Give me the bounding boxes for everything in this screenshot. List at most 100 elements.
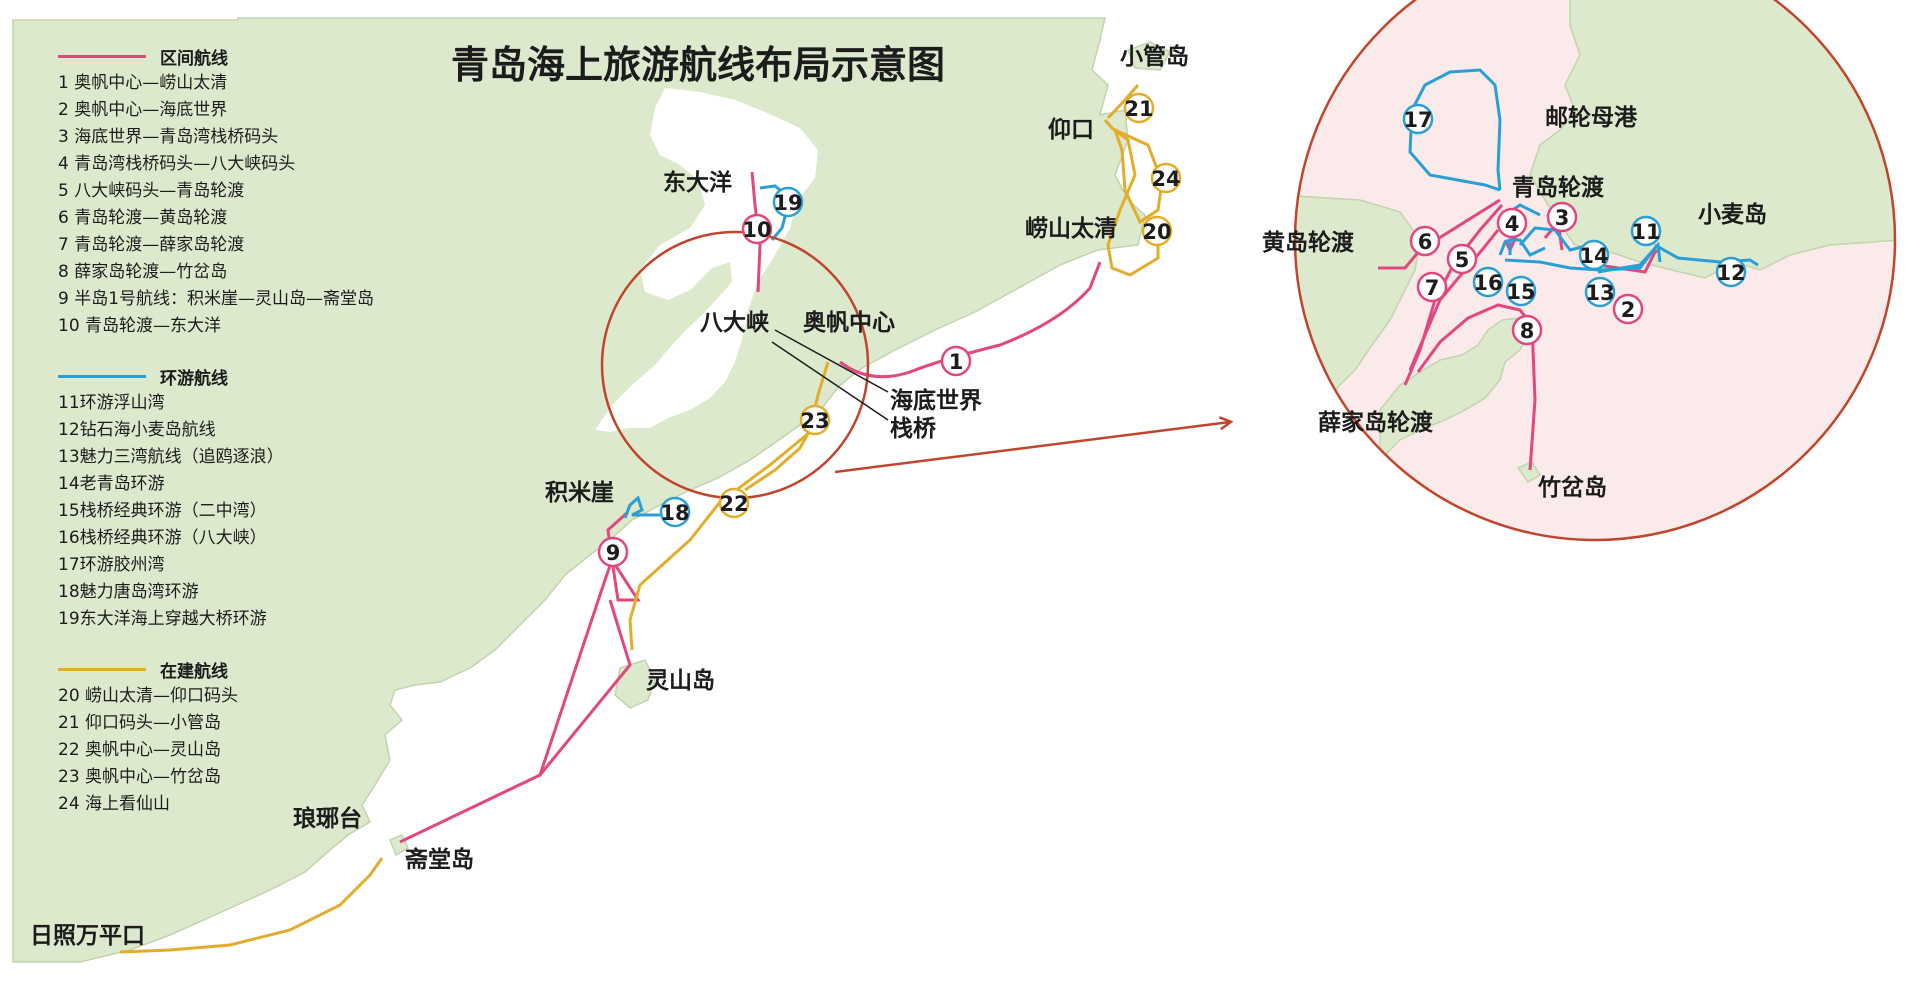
legend-item-building: 21 仰口码头—小管岛 [58,713,222,733]
legend-item-tour: 11环游浮山湾 [58,393,165,413]
route-badge-circle [718,487,750,519]
route-badge-circle [1584,276,1616,308]
legend-item-interval: 8 薛家岛轮渡—竹岔岛 [58,262,228,282]
route-badge-number: 22 [719,492,748,516]
route-badge-number: 19 [773,191,802,215]
route-badge-circle [1612,293,1644,325]
label-xiaomai: 小麦岛 [1698,201,1767,228]
legend-item-tour: 12钻石海小麦岛航线 [58,420,216,440]
route-badge-3: 3 [1546,201,1578,233]
inset-route-15 [1508,238,1546,257]
land-mainland [12,17,1146,963]
route-badge-5: 5 [1446,243,1478,275]
legend-item-interval: 6 青岛轮渡—黄岛轮渡 [58,208,228,228]
inset-map [1293,0,1897,542]
route-badge-10: 10 [741,213,773,245]
label-xiaoguandao: 小管岛 [1120,43,1189,70]
route-badge-circle [597,536,629,568]
route-badge-circle [940,345,972,377]
legend-item-tour: 13魅力三湾航线（追鸥逐浪） [58,447,284,467]
route-badge-circle [1472,266,1504,298]
route-24 [1112,127,1164,225]
label-huangdao-ferry: 黄岛轮渡 [1262,229,1355,256]
legend-item-interval: 4 青岛湾栈桥码头—八大峡码头 [58,154,296,174]
route-badge-12: 12 [1715,256,1747,288]
route-badge-24: 24 [1150,162,1182,194]
building-routes [119,84,1164,954]
inset-circle-border [1293,0,1897,542]
inset-route-17 [1408,68,1502,192]
route-badge-circle [1505,275,1537,307]
route-badge-number: 6 [1418,230,1433,254]
route-badge-circle [772,186,804,218]
route-badge-13: 13 [1584,276,1616,308]
map-title: 青岛海上旅游航线布局示意图 [451,42,945,87]
route-badge-circle [1141,215,1173,247]
legend-header-tour-label: 环游航线 [160,368,228,389]
legend-item-interval: 1 奥帆中心—崂山太清 [58,73,228,93]
route-badge-circle [799,404,831,436]
route-badge-circle [1496,207,1528,239]
route-badge-number: 1 [949,350,964,374]
inset-route-16 [1498,236,1516,256]
route-21 [1106,84,1140,120]
label-zhanqiao: 栈桥 [890,415,937,442]
label-xuejia-ferry: 薛家岛轮渡 [1318,409,1434,436]
route-badge-21: 21 [1123,92,1155,124]
legend-item-interval: 10 青岛轮渡—东大洋 [58,316,222,336]
route-badge-circle [1715,256,1747,288]
legend-item-tour: 15栈桥经典环游（二中湾） [58,501,267,521]
route-badge-number: 7 [1425,276,1440,300]
route-badge-8: 8 [1511,314,1543,346]
route-badge-circle [1630,215,1662,247]
route-badge-15: 15 [1505,275,1537,307]
route-badge-23: 23 [799,404,831,436]
route-23 [744,361,830,492]
route-badge-number: 15 [1506,280,1535,304]
route-badge-number: 5 [1455,248,1470,272]
water-jiaozhou-bay [595,88,818,432]
route-badge-9: 9 [597,536,629,568]
route-badge-number: 9 [606,541,621,565]
legend-item-tour: 19东大洋海上穿越大桥环游 [58,609,267,629]
route-badge-14: 14 [1578,239,1610,271]
inset-route-8 [1416,303,1537,471]
legend-item-interval: 7 青岛轮渡—薛家岛轮渡 [58,235,245,255]
label-zhucha: 竹岔岛 [1537,474,1607,501]
route-18 [623,495,660,519]
route-badge-22: 22 [718,487,750,519]
route-badge-number: 18 [660,501,689,525]
inset-arrow [834,422,1230,474]
route-badge-number: 8 [1520,319,1535,343]
route-badge-circle [1409,225,1441,257]
legend-swatch-interval [58,54,146,58]
route-badge-number: 20 [1142,220,1171,244]
route-badge-number: 2 [1621,298,1636,322]
island-xiaoguandao [1127,41,1172,71]
route-badge-number: 17 [1403,108,1432,132]
route-rizhao [119,857,384,954]
route-badge-4: 4 [1496,207,1528,239]
route-badge-1: 1 [940,345,972,377]
route-badge-circle [659,496,691,528]
legend-item-building: 20 崂山太清—仰口码头 [58,686,239,706]
route-badge-number: 13 [1585,281,1614,305]
label-laoshan-taiqing: 崂山太清 [1025,216,1117,242]
label-badaxia: 八大峡 [700,310,769,336]
route-badge-circle [1123,92,1155,124]
route-badge-circle [1546,201,1578,233]
route-badge-7: 7 [1416,271,1448,303]
route-badge-circle [1446,243,1478,275]
legend-item-interval: 5 八大峡码头—青岛轮渡 [58,181,245,201]
legend-item-building: 22 奥帆中心—灵山岛 [58,740,222,760]
inset-route-13 [1504,247,1657,272]
label-langyatai: 琅琊台 [293,805,362,832]
legend-item-tour: 14老青岛环游 [58,474,165,494]
route-badge-circle [1402,103,1434,135]
